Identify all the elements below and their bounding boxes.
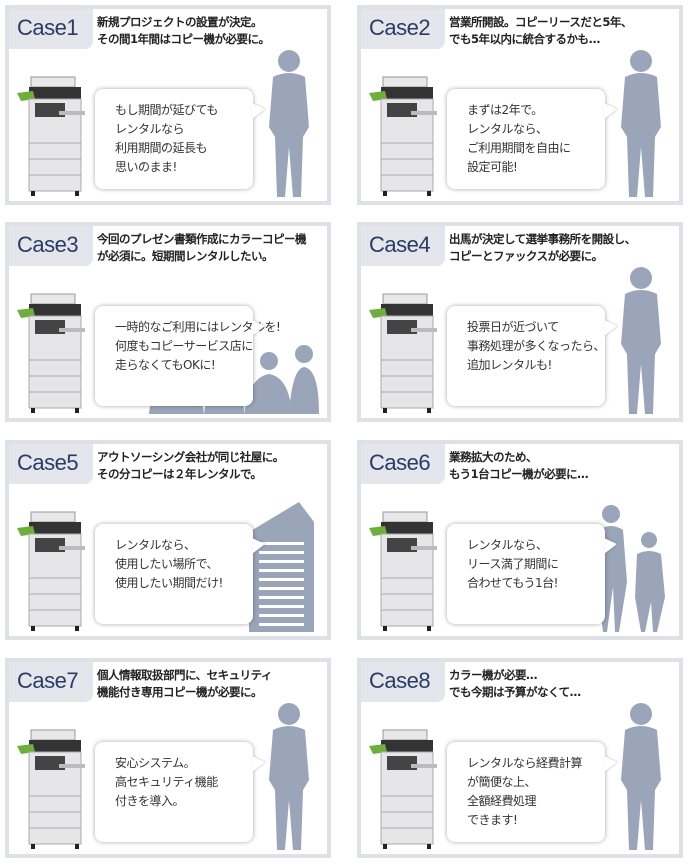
case-label-box: Case6 xyxy=(361,444,445,484)
speech-bubble: もし期間が延びても レンタルなら 利用期間の延長も 思いのまま! xyxy=(95,89,253,189)
case-title: 新規プロジェクトの設置が決定。 その間1年間はコピー機が必要に。 xyxy=(97,15,270,46)
speech-bubble: レンタルなら経費計算 が簡便な上、 全額経費処理 できます! xyxy=(447,742,605,842)
case-title: 今回のプレゼン書類作成にカラーコピー機 が必須に。短期間レンタルしたい。 xyxy=(97,232,307,263)
man-thinking-icon xyxy=(611,700,671,854)
case-title: 営業所開設。コピーリースだと5年、 でも5年以内に統合するかも... xyxy=(449,15,632,46)
bubble-text: 安心システム。 高セキュリティ機能 付きを導入。 xyxy=(115,756,218,808)
woman-presenting-icon xyxy=(259,47,319,201)
case-panel: Case6 業務拡大のため、 もう1台コピー機が必要に… レンタルなら、 リース… xyxy=(357,440,683,640)
copier-machine-icon xyxy=(17,288,89,416)
woman-standing-icon xyxy=(611,47,671,201)
copier-machine-icon xyxy=(369,288,441,416)
copier-machine-icon xyxy=(369,71,441,199)
bubble-text: レンタルなら、 使用したい場所で、 使用したい期間だけ! xyxy=(115,538,223,590)
case-label-box: Case3 xyxy=(9,226,93,266)
copier-machine-icon xyxy=(17,724,89,852)
case-title: カラー機が必要… でも今期は予算がなくて… xyxy=(449,668,581,699)
man-speaking-icon xyxy=(611,264,671,418)
case-label-box: Case5 xyxy=(9,444,93,484)
case-label: Case6 xyxy=(369,450,431,475)
speech-bubble: レンタルなら、 使用したい場所で、 使用したい期間だけ! xyxy=(95,524,253,624)
case-label-box: Case7 xyxy=(9,662,93,702)
case-title: 業務拡大のため、 もう1台コピー機が必要に… xyxy=(449,450,589,481)
case-panel: Case5 アウトソーシング会社が同じ社屋に。 その分コピーは２年レンタルで。 … xyxy=(5,440,331,640)
case-label: Case5 xyxy=(17,450,79,475)
case-panel: Case7 個人情報取扱部門に、セキュリティ 機能付き専用コピー機が必要に。 安… xyxy=(5,658,331,858)
speech-bubble: 投票日が近づいて 事務処理が多くなったら、 追加レンタルも! xyxy=(447,306,606,406)
speech-bubble: 一時的なご利用にはレンタルを! 何度もコピーサービス店に 走らなくてもOKに! xyxy=(95,306,281,406)
case-label-box: Case4 xyxy=(361,226,445,266)
case-label: Case1 xyxy=(17,15,79,40)
case-label-box: Case2 xyxy=(361,9,445,49)
case-label: Case3 xyxy=(17,232,79,257)
case-label-box: Case1 xyxy=(9,9,93,49)
case-panel: Case8 カラー機が必要… でも今期は予算がなくて… レンタルなら経費計算 が… xyxy=(357,658,683,858)
case-panel: Case3 今回のプレゼン書類作成にカラーコピー機 が必須に。短期間レンタルした… xyxy=(5,222,331,422)
bubble-text: 一時的なご利用にはレンタルを! 何度もコピーサービス店に 走らなくてもOKに! xyxy=(115,320,281,372)
copier-machine-icon xyxy=(17,71,89,199)
bubble-text: レンタルなら経費計算 が簡便な上、 全額経費処理 できます! xyxy=(467,756,583,827)
case-label-box: Case8 xyxy=(361,662,445,702)
case-panel: Case2 営業所開設。コピーリースだと5年、 でも5年以内に統合するかも...… xyxy=(357,5,683,205)
case-label: Case8 xyxy=(369,668,431,693)
bubble-text: まずは2年で。 レンタルなら、 ご利用期間を自由に 設定可能! xyxy=(467,103,571,174)
copier-machine-icon xyxy=(369,724,441,852)
office-building-icon xyxy=(239,502,319,636)
case-title: 出馬が決定して選挙事務所を開設し、 コピーとファックスが必要に。 xyxy=(449,232,636,263)
case-panel: Case1 新規プロジェクトの設置が決定。 その間1年間はコピー機が必要に。 も… xyxy=(5,5,331,205)
case-label: Case2 xyxy=(369,15,431,40)
bubble-text: 投票日が近づいて 事務処理が多くなったら、 追加レンタルも! xyxy=(467,320,606,372)
case-title: 個人情報取扱部門に、セキュリティ 機能付き専用コピー機が必要に。 xyxy=(97,668,272,699)
woman-pointing-icon xyxy=(259,700,319,854)
case-title: アウトソーシング会社が同じ社屋に。 その分コピーは２年レンタルで。 xyxy=(97,450,284,481)
speech-bubble: まずは2年で。 レンタルなら、 ご利用期間を自由に 設定可能! xyxy=(447,89,605,189)
copier-machine-icon xyxy=(369,506,441,634)
case-label: Case7 xyxy=(17,668,79,693)
speech-bubble: 安心システム。 高セキュリティ機能 付きを導入。 xyxy=(95,742,253,842)
case-panel: Case4 出馬が決定して選挙事務所を開設し、 コピーとファックスが必要に。 投… xyxy=(357,222,683,422)
speech-bubble: レンタルなら、 リース満了期間に 合わせてもう1台! xyxy=(447,524,605,624)
case-label: Case4 xyxy=(369,232,431,257)
bubble-text: レンタルなら、 リース満了期間に 合わせてもう1台! xyxy=(467,538,559,590)
bubble-text: もし期間が延びても レンタルなら 利用期間の延長も 思いのまま! xyxy=(115,103,218,174)
copier-machine-icon xyxy=(17,506,89,634)
